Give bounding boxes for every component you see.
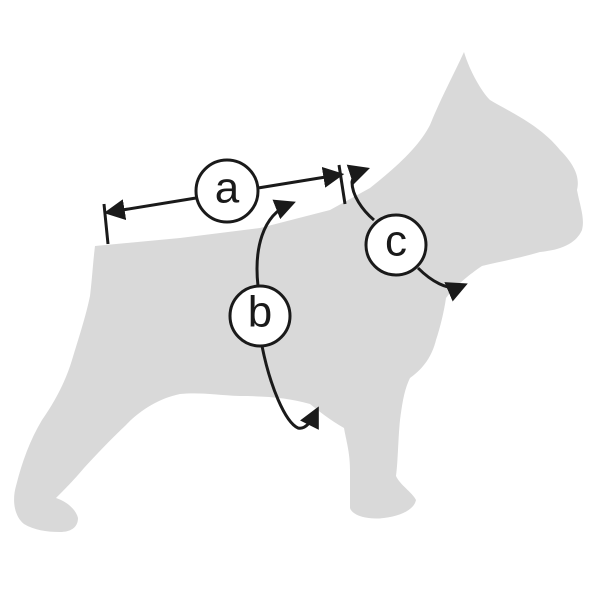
label-b-text: b	[248, 288, 272, 337]
label-c-text: c	[385, 217, 407, 266]
measurement-a-arrow-right	[257, 166, 345, 190]
label-a-circle	[194, 158, 260, 224]
measurement-a-left-tick	[102, 203, 110, 245]
measurement-b: b	[228, 199, 319, 430]
measurement-a-right-tick	[337, 164, 347, 205]
measurement-c: c	[346, 164, 468, 302]
measurement-a-arrow-left	[103, 196, 197, 221]
measurement-c-arrow-top	[346, 164, 375, 222]
dog-silhouette	[14, 52, 583, 532]
label-c-circle	[364, 213, 428, 277]
measurement-c-arrow-bottom	[416, 266, 468, 302]
measurement-a: a	[102, 158, 347, 245]
measurement-b-arrow-top	[255, 199, 296, 287]
label-a-text: a	[215, 164, 240, 213]
label-b-circle	[228, 284, 292, 348]
measurement-b-arrow-bottom	[260, 345, 319, 430]
